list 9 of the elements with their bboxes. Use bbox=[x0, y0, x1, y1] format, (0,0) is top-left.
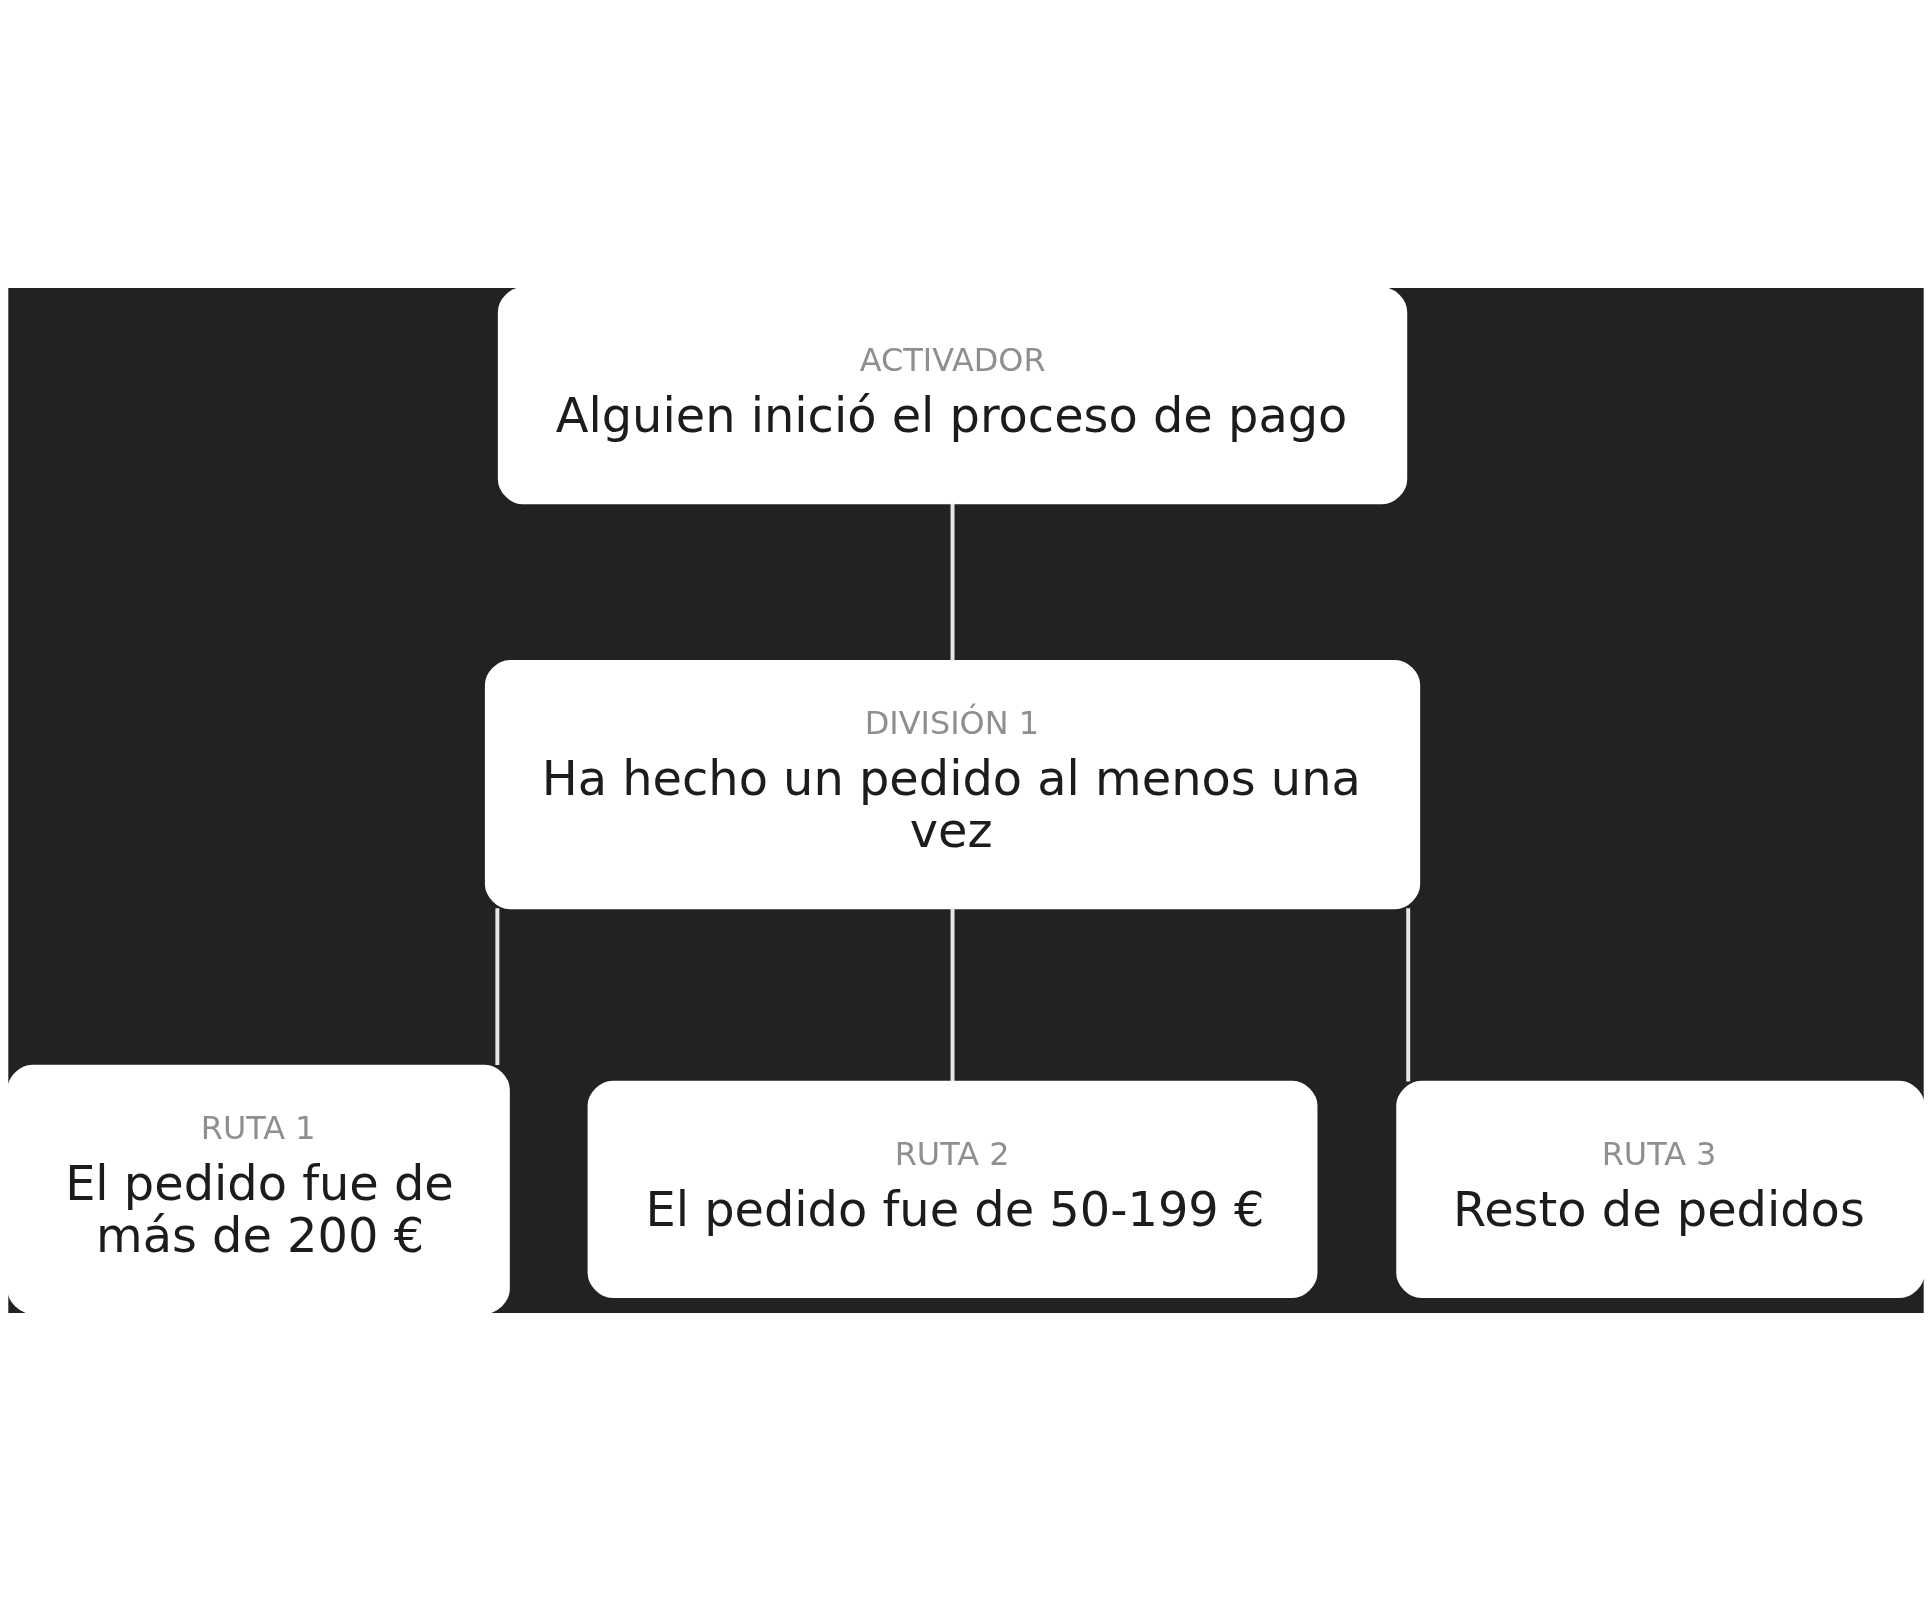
node-box: RUTA 1 El pedido fue de más de 200 € bbox=[8, 1064, 510, 1313]
node-box: DIVISIÓN 1 Ha hecho un pedido al menos una vez bbox=[484, 659, 1421, 909]
node-box: RUTA 3 Resto de pedidos bbox=[1396, 1080, 1924, 1298]
connector bbox=[950, 503, 955, 661]
node-box: RUTA 2 El pedido fue de 50-199 € bbox=[587, 1080, 1318, 1298]
connector bbox=[495, 907, 500, 1065]
node-box: ACTIVADOR Alguien inició el proceso de pago bbox=[497, 287, 1408, 504]
connector bbox=[950, 907, 955, 1081]
connector bbox=[1406, 907, 1411, 1081]
